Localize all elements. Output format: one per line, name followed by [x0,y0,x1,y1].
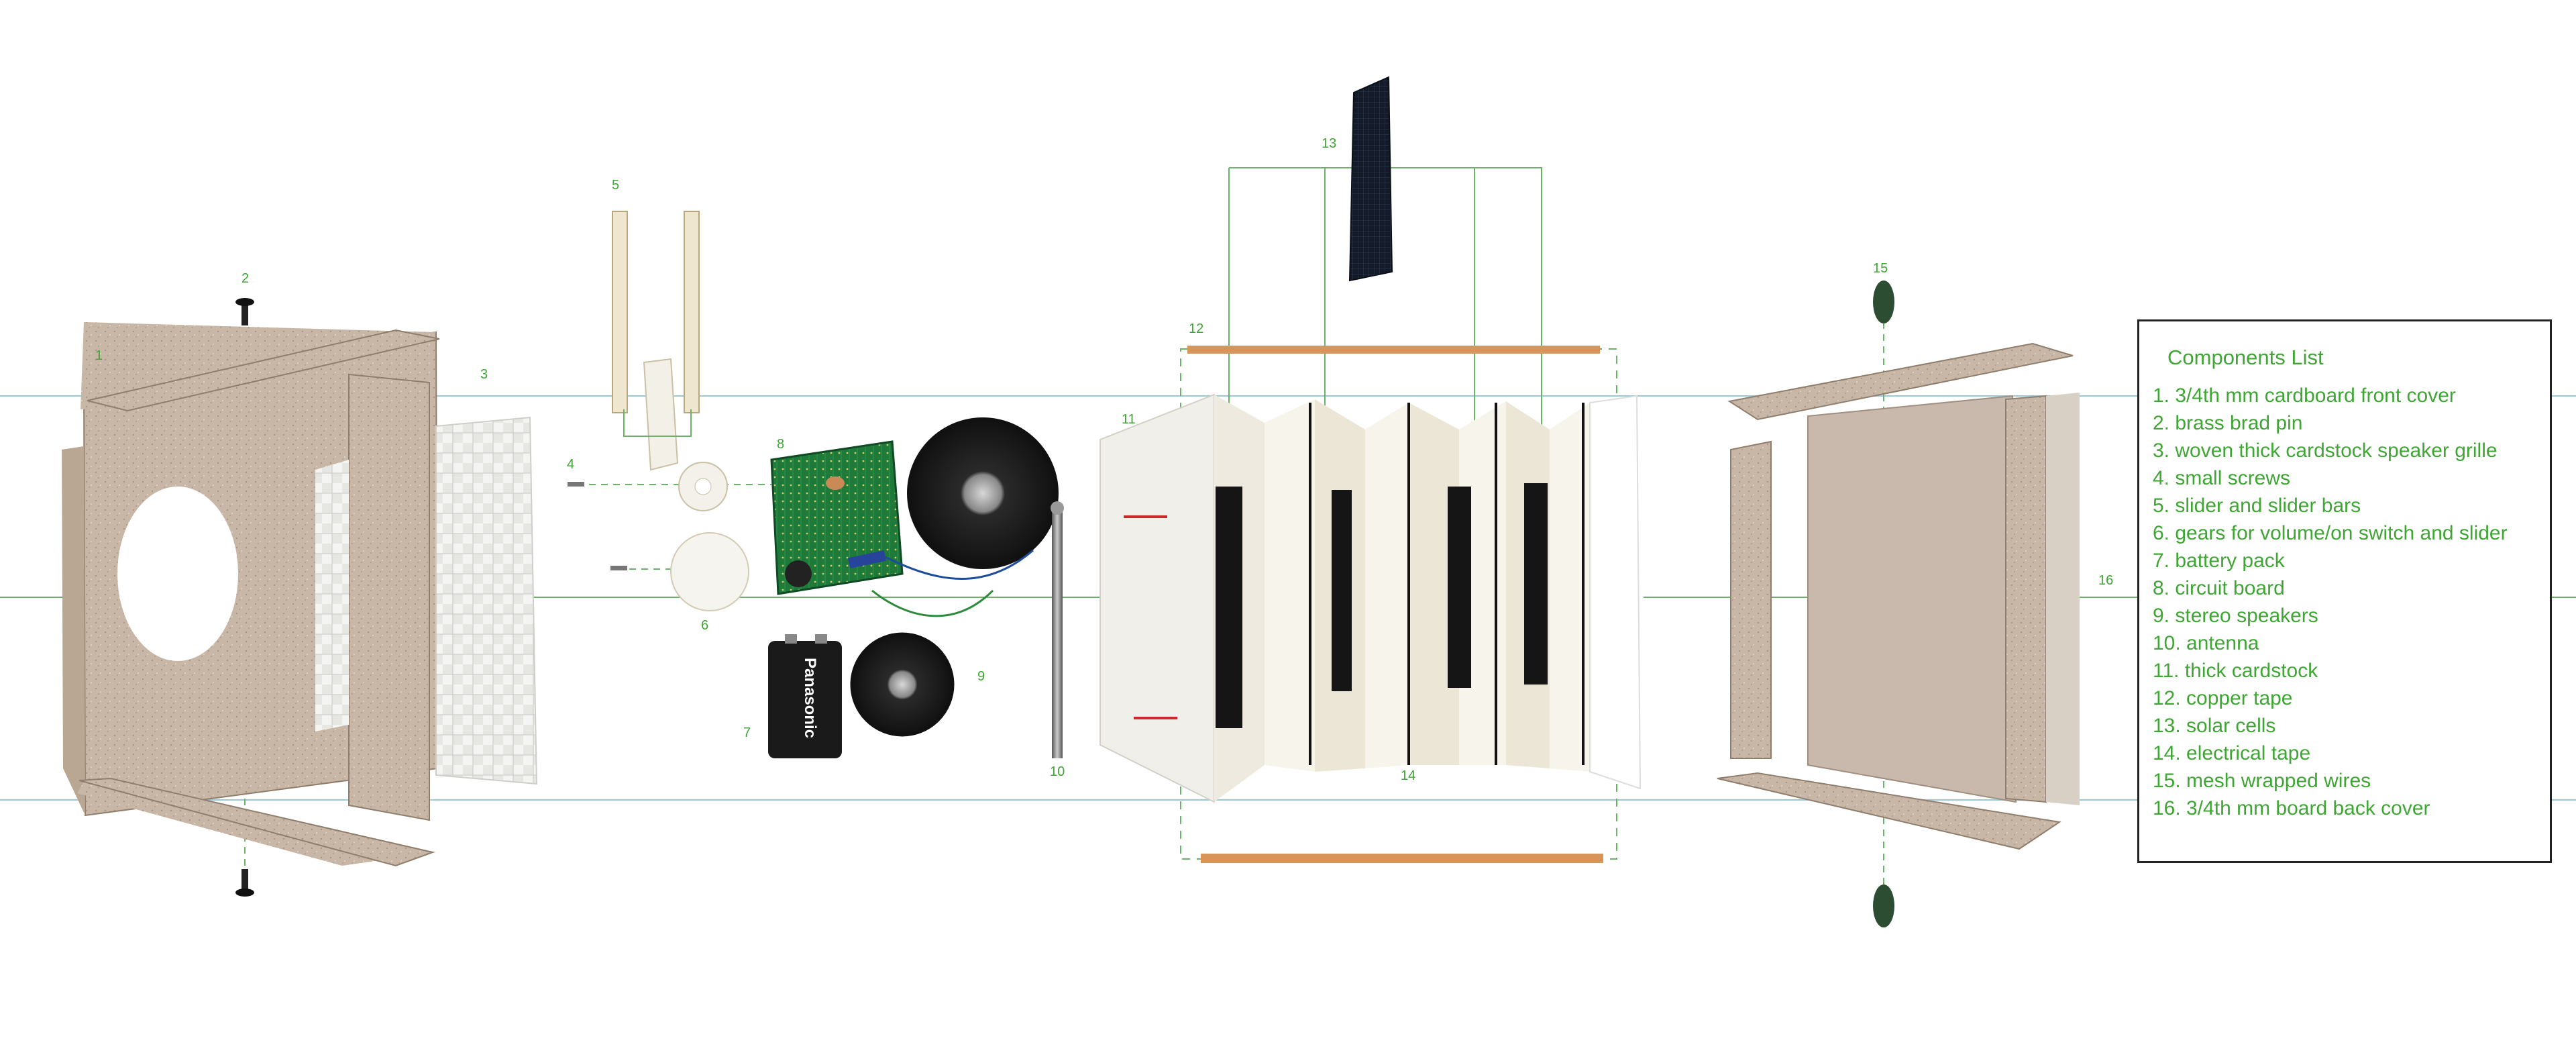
callout-13: 13 [1322,136,1337,151]
component-item: 15. mesh wrapped wires [2153,770,2371,792]
callout-4: 4 [567,457,575,472]
component-item: 14. electrical tape [2153,742,2311,764]
brass-brad-pin [235,298,254,897]
copper-tape [1187,346,1603,863]
component-item: 12. copper tape [2153,687,2293,709]
stereo-speakers [850,417,1059,737]
callout-3: 3 [480,367,488,382]
thick-cardstock [1099,393,1215,803]
callout-12: 12 [1189,321,1204,336]
callout-14: 14 [1401,768,1416,783]
component-item: 7. battery pack [2153,550,2285,572]
callout-5: 5 [612,178,620,193]
woven-speaker-grille [315,416,538,785]
components-list-items: 1. 3/4th mm cardboard front cover 2. bra… [2153,382,2508,822]
top-edge-strip [87,329,440,412]
callout-1: 1 [95,348,103,363]
component-item: 10. antenna [2153,632,2259,654]
battery-pack: Panasonic [768,634,842,758]
slider-bars [612,211,700,471]
components-list-box: Components List 1. 3/4th mm cardboard fr… [2137,319,2552,863]
callout-16: 16 [2098,573,2114,588]
component-item: 3. woven thick cardstock speaker grille [2153,440,2498,462]
callout-9: 9 [977,669,985,684]
accordion-folds [1214,395,1642,802]
component-item: 13. solar cells [2153,715,2276,737]
component-item: 1. 3/4th mm cardboard front cover [2153,385,2456,407]
solar-cell [1348,76,1393,282]
callout-2: 2 [241,271,250,286]
callout-8: 8 [777,437,785,452]
side-panel-left [348,373,430,821]
component-item: 16. 3/4th mm board back cover [2153,797,2430,819]
circuit-board [770,440,904,595]
callout-10: 10 [1050,764,1065,779]
component-item: 6. gears for volume/on switch and slider [2153,522,2508,544]
callout-7: 7 [743,725,751,740]
component-item: 2. brass brad pin [2153,412,2303,434]
component-item: 4. small screws [2153,467,2291,489]
antenna [1051,501,1064,758]
component-item: 11. thick cardstock [2153,660,2318,682]
callout-15: 15 [1873,261,1888,276]
components-list-title: Components List [2167,346,2324,369]
small-screws [568,482,627,570]
bottom-edge-strip [78,777,435,867]
back-cover [1717,342,2080,850]
callout-6: 6 [701,618,709,633]
battery-brand: Panasonic [801,658,819,738]
mesh-wrapped-wires [1873,281,1894,927]
component-item: 8. circuit board [2153,577,2285,599]
component-item: 9. stereo speakers [2153,605,2318,627]
callout-11: 11 [1122,412,1136,427]
gears [670,462,749,611]
component-item: 5. slider and slider bars [2153,495,2361,517]
